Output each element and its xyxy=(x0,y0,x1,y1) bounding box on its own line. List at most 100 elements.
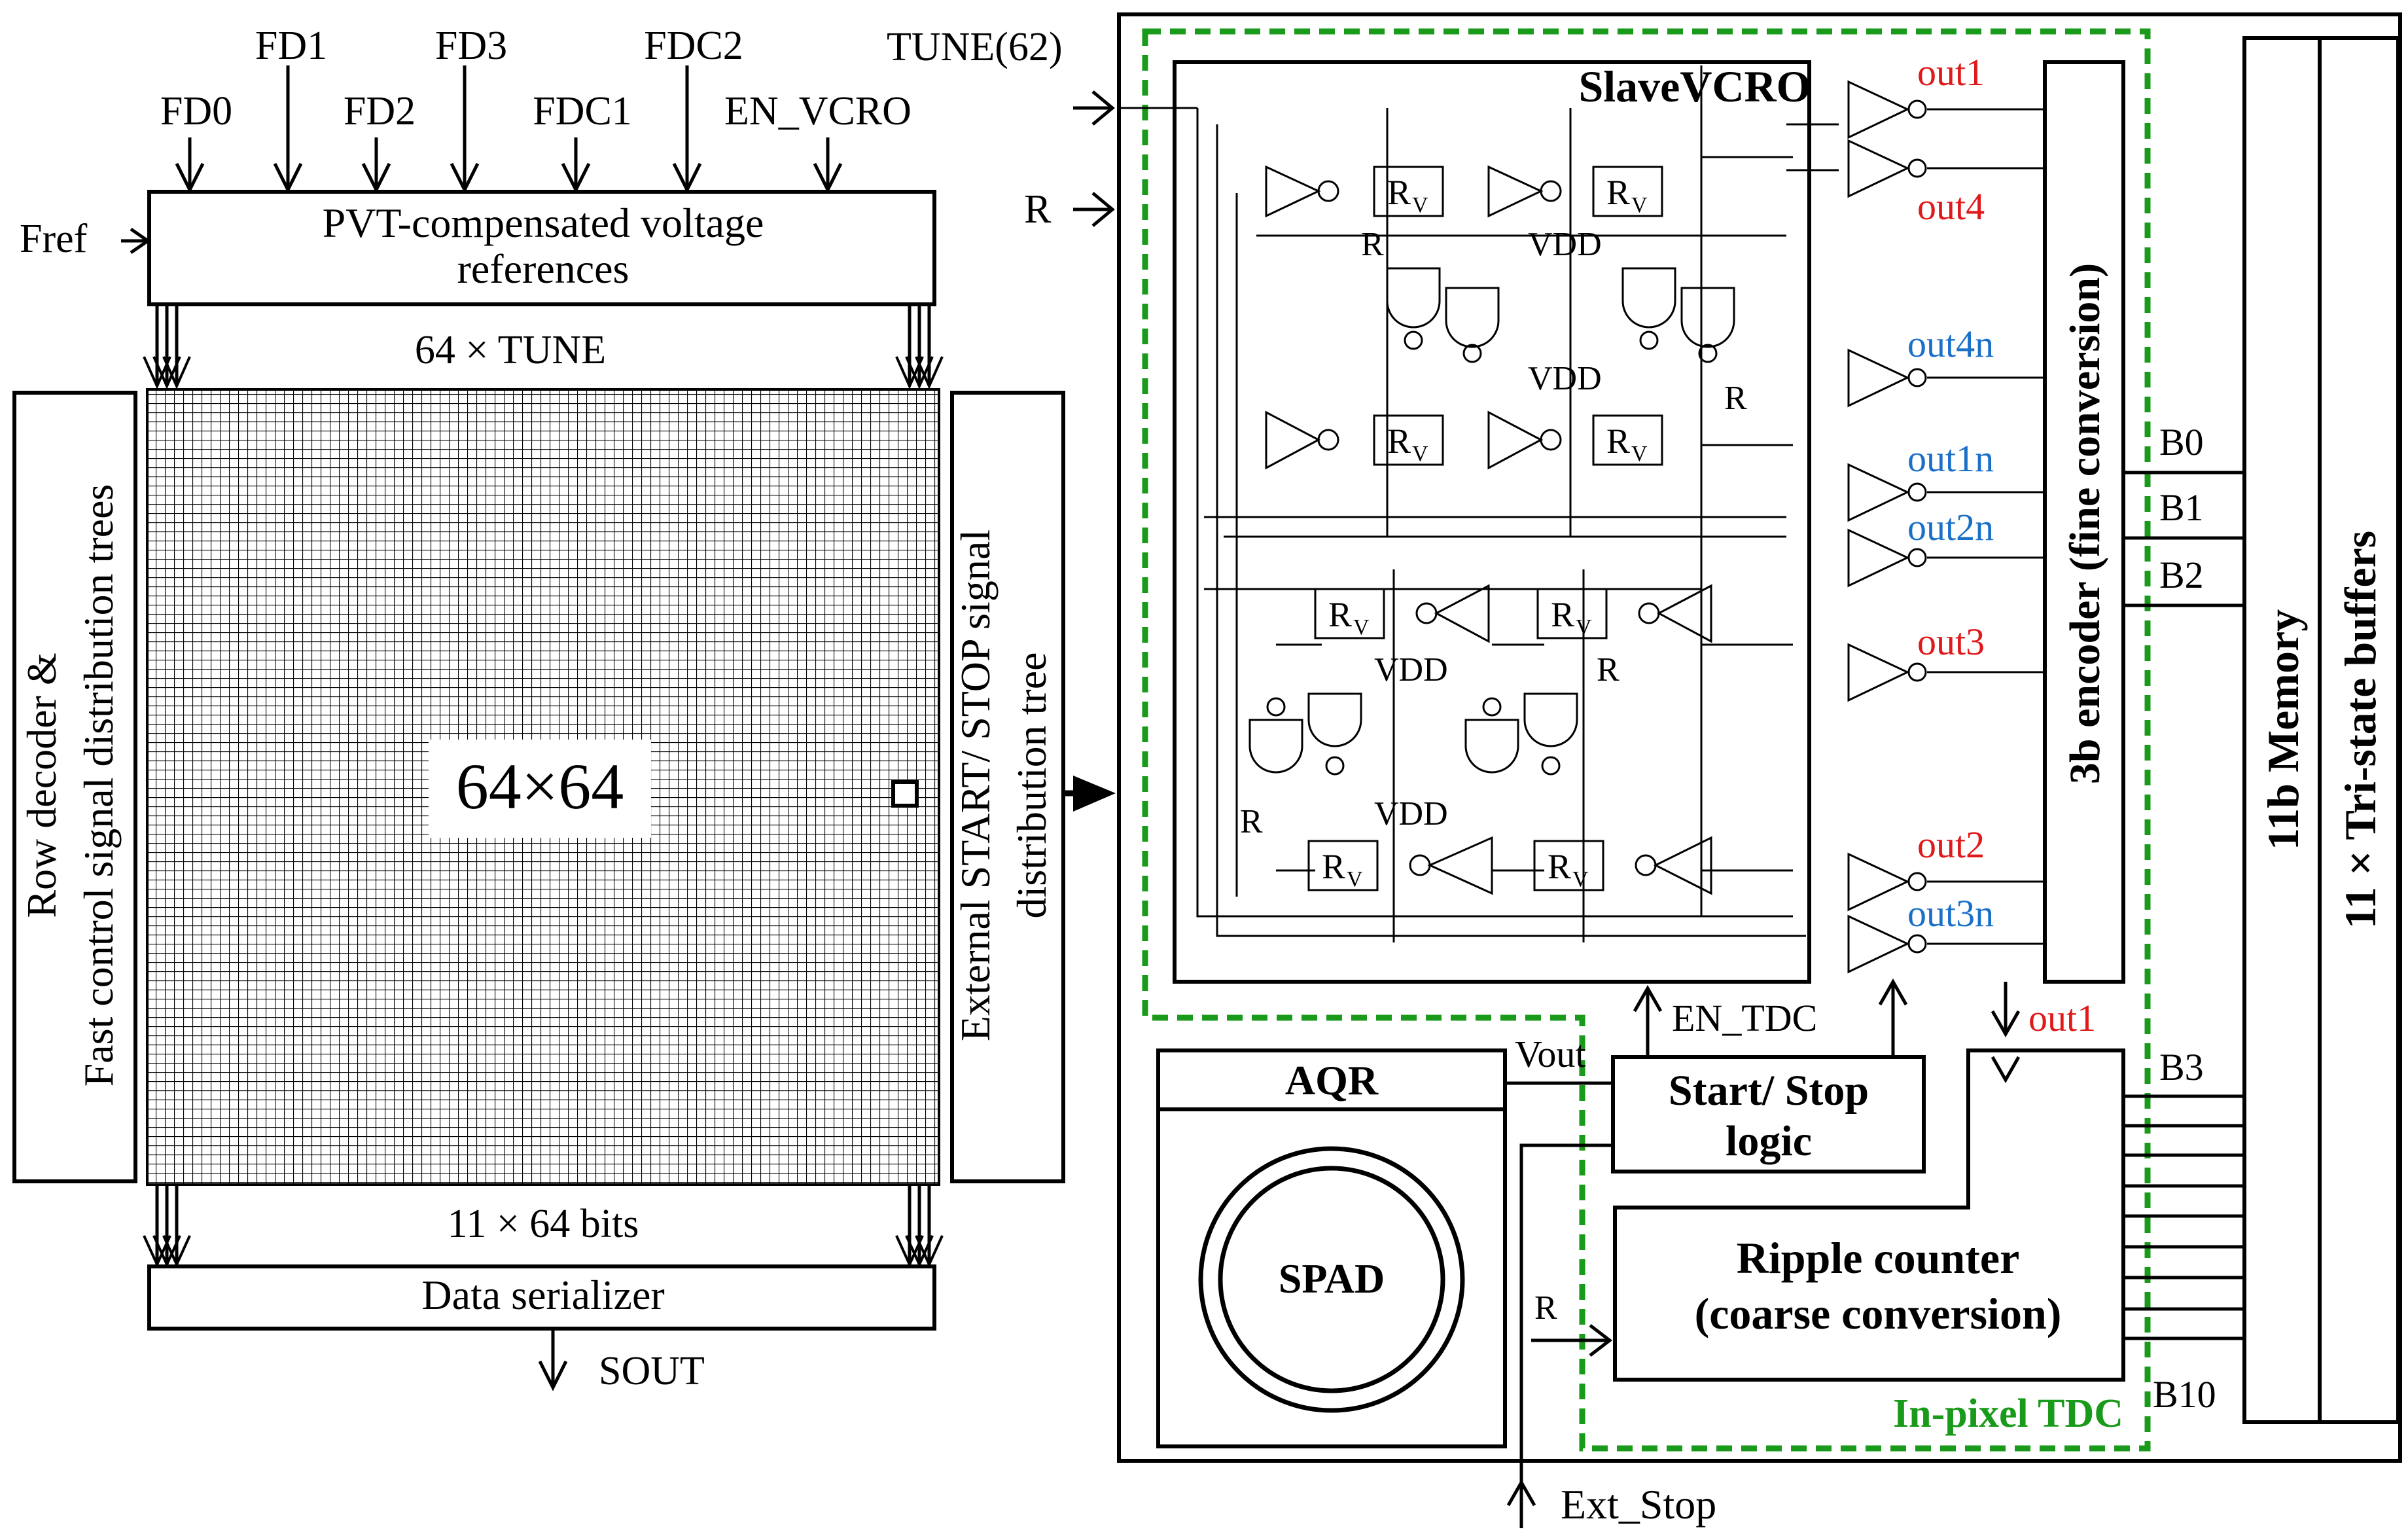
fref-arrow xyxy=(121,227,151,255)
sout-label: SOUT xyxy=(599,1349,705,1393)
out3n-label: out3n xyxy=(1907,892,1994,935)
b0-label: B0 xyxy=(2159,421,2204,463)
memory-label: 11b Memory xyxy=(2258,609,2308,850)
aqr-block xyxy=(1156,1048,1507,1448)
vcro-vdd-label-1: VDD xyxy=(1528,226,1602,263)
svg-text:V: V xyxy=(1576,615,1592,639)
vcro-r-label-3: R xyxy=(1597,651,1620,689)
start-stop-line1: Start/ Stop xyxy=(1669,1067,1869,1115)
svg-text:V: V xyxy=(1347,867,1363,891)
encoder-label: 3b encoder (fine conversion) xyxy=(2061,263,2109,784)
fd2-label: FD2 xyxy=(344,89,416,134)
serializer-label: Data serializer xyxy=(421,1272,664,1318)
array-size-label: 64×64 xyxy=(456,750,624,823)
spad-inner-ring xyxy=(1218,1166,1445,1393)
vcro-internal-wiring xyxy=(1196,65,1839,942)
b3-label: B3 xyxy=(2159,1046,2204,1088)
encoder-block xyxy=(2043,60,2125,984)
svg-text:V: V xyxy=(1353,615,1370,639)
b2-label: B2 xyxy=(2159,554,2204,596)
in-pixel-tdc-label: In-pixel TDC xyxy=(1893,1391,2123,1436)
out1n-label: out1n xyxy=(1907,437,1994,480)
ripple-line2: (coarse conversion) xyxy=(1695,1289,2062,1338)
fref-label: Fref xyxy=(20,217,88,261)
en-vcro-label: EN_VCRO xyxy=(724,89,912,134)
in-pixel-tdc-region xyxy=(1142,28,2151,1452)
svg-text:R: R xyxy=(1548,847,1571,886)
b1-label: B1 xyxy=(2159,486,2204,529)
output-buffers xyxy=(1847,80,2045,974)
fdc1-label: FDC1 xyxy=(533,89,632,134)
r-input-arrow xyxy=(1073,192,1115,227)
en-tdc-label: EN_TDC xyxy=(1672,997,1817,1039)
fd3-label: FD3 xyxy=(435,24,507,68)
svg-text:R: R xyxy=(1551,595,1574,634)
bits-bus-label: 11 × 64 bits xyxy=(448,1202,639,1246)
vcro-stage-row-1 xyxy=(1265,165,1663,218)
ext-stop-wire xyxy=(1519,1143,1613,1528)
vcro-stage-row-4 xyxy=(1307,836,1712,895)
ripple-line1: Ripple counter xyxy=(1737,1233,2020,1283)
array-label-bg xyxy=(429,740,651,838)
voltage-ref-line1: PVT-compensated voltage xyxy=(323,200,764,246)
svg-text:V: V xyxy=(1631,193,1648,217)
data-serializer-block xyxy=(147,1264,936,1331)
voltage-reference-block xyxy=(147,190,936,306)
ext-stop-label: Ext_Stop xyxy=(1561,1481,1716,1528)
start-stop-logic-block xyxy=(1611,1055,1926,1173)
out1-counter-arrow xyxy=(1991,982,2021,1038)
slave-vcro-title: SlaveVCRO xyxy=(1578,62,1811,111)
out4-label: out4 xyxy=(1917,185,1985,228)
b0-b2-bus xyxy=(2123,471,2244,607)
out3-label: out3 xyxy=(1917,620,1985,663)
svg-text:R: R xyxy=(1387,421,1411,461)
row-decoder-line1: Row decoder & xyxy=(18,653,65,918)
clock-input-mark xyxy=(1991,1056,2021,1084)
ext-tree-line1: External START/ STOP signal xyxy=(952,529,999,1041)
ext-stop-arrowhead xyxy=(1506,1478,1536,1507)
out1-counter-label: out1 xyxy=(2028,997,2096,1039)
ripple-counter-block xyxy=(1613,1048,2125,1382)
svg-text:R: R xyxy=(1387,173,1411,212)
tune-bus-label: 64 × TUNE xyxy=(415,328,606,372)
fd0-label: FD0 xyxy=(160,89,232,134)
fdc2-label: FDC2 xyxy=(644,24,743,68)
row-decoder-line2: Fast control signal distribution trees xyxy=(75,484,122,1087)
start-stop-line2: logic xyxy=(1726,1117,1812,1165)
b10-label: B10 xyxy=(2153,1373,2216,1416)
vcro-r-label-2: R xyxy=(1724,380,1747,417)
ext-tree-line2: distribution tree xyxy=(1008,652,1055,918)
svg-text:R: R xyxy=(1322,847,1345,886)
out2n-label: out2n xyxy=(1907,506,1994,548)
single-pixel-marker xyxy=(891,780,919,808)
svg-text:V: V xyxy=(1572,867,1589,891)
en-tdc-arrows xyxy=(1633,978,1908,1057)
vcro-r-label-1: R xyxy=(1361,226,1384,263)
aqr-label: AQR xyxy=(1285,1057,1379,1103)
vcro-stage-row-3 xyxy=(1314,584,1712,643)
voltage-ref-line2: references xyxy=(457,245,629,292)
ext-start-stop-tree xyxy=(950,391,1065,1183)
svg-text:R: R xyxy=(1606,173,1630,212)
out4n-label: out4n xyxy=(1907,323,1994,365)
row-decoder-block xyxy=(12,391,137,1183)
spad-outer-ring xyxy=(1198,1146,1465,1413)
svg-text:V: V xyxy=(1412,193,1428,217)
out1-label: out1 xyxy=(1917,51,1985,94)
tune-input-arrow xyxy=(1073,90,1115,126)
vout-label: Vout xyxy=(1515,1033,1586,1075)
tune-input-label: TUNE(62) xyxy=(887,25,1063,69)
tune-bus-arrows xyxy=(143,306,944,389)
spad-label: SPAD xyxy=(1279,1255,1385,1302)
vcro-vdd-label-2: VDD xyxy=(1528,360,1602,397)
fd1-label: FD1 xyxy=(255,24,327,68)
out2-label: out2 xyxy=(1917,823,1985,866)
r-input-label: R xyxy=(1024,187,1052,232)
buffers-label: 11 × Tri-state buffers xyxy=(2335,531,2385,929)
vcro-stage-row-2 xyxy=(1265,410,1663,470)
vcro-vdd-label-3: VDD xyxy=(1374,651,1448,689)
svg-text:V: V xyxy=(1631,442,1648,466)
tri-state-buffers-block xyxy=(2318,36,2400,1424)
